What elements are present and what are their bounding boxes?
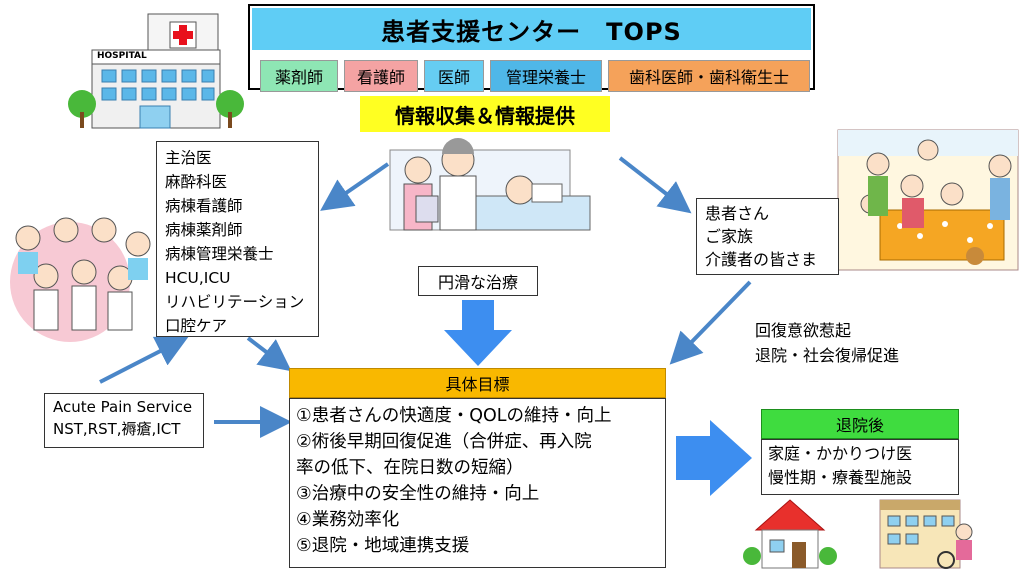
list-item: 麻酔科医 (165, 173, 228, 191)
arrow-goals-to-discharge (676, 420, 752, 496)
goal-item: 率の低下、在院日数の短縮） (296, 458, 524, 478)
list-item: 家庭・かかりつけ医 (768, 444, 913, 463)
list-item: 口腔ケア (165, 317, 228, 335)
note-item: 退院・社会復帰促進 (755, 346, 900, 365)
arrow-team-to-staff (99, 336, 189, 384)
list-item: HCU,ICU (165, 269, 231, 287)
role-pharmacist: 薬剤師 (260, 60, 338, 92)
role-dentist: 歯科医師・歯科衛生士 (608, 60, 810, 92)
family-list: 患者さん ご家族 介護者の皆さま (696, 198, 839, 275)
flow-arrows (99, 156, 752, 438)
goal-item: ①患者さんの快適度・QOLの維持・向上 (296, 406, 612, 426)
goals-list: ①患者さんの快適度・QOLの維持・向上 ②術後早期回復促進（合併症、再入院 率の… (289, 398, 666, 568)
after-discharge-heading: 退院後 (761, 409, 959, 439)
list-item: ご家族 (705, 227, 754, 246)
list-item: 患者さん (705, 204, 770, 223)
arrow-to-family (618, 156, 692, 214)
goals-heading: 具体目標 (289, 368, 666, 398)
arrow-care-to-goals (444, 300, 512, 366)
list-item: 主治医 (165, 149, 212, 167)
hospital-sign: HOSPITAL (97, 51, 147, 61)
medical-staff-icon (10, 217, 151, 342)
list-item: 介護者の皆さま (705, 250, 818, 269)
list-item: 慢性期・療養型施設 (768, 468, 913, 487)
info-banner: 情報収集＆情報提供 (360, 96, 610, 132)
smooth-care-label: 円滑な治療 (418, 266, 538, 296)
arrow-to-staff (320, 162, 390, 211)
after-discharge-list: 家庭・かかりつけ医 慢性期・療養型施設 (761, 439, 959, 495)
list-item: 病棟薬剤師 (165, 221, 243, 239)
goal-item: ④業務効率化 (296, 510, 400, 530)
team-list: Acute Pain Service NST,RST,褥瘡,ICT (44, 393, 204, 448)
role-dietitian: 管理栄養士 (490, 60, 602, 92)
arrow-family-to-goals (669, 280, 752, 365)
list-item: 病棟管理栄養士 (165, 245, 274, 263)
list-item: Acute Pain Service (53, 398, 193, 416)
list-item: NST,RST,褥瘡,ICT (53, 420, 181, 438)
doctor-patient-icon (389, 138, 591, 231)
family-visit-icon (837, 129, 1019, 271)
home-icon (743, 499, 837, 569)
staff-list: 主治医 麻酔科医 病棟看護師 病棟薬剤師 病棟管理栄養士 HCU,ICU リハビ… (156, 141, 319, 337)
hospital-icon (68, 13, 244, 129)
list-item: リハビリテーション (165, 293, 305, 311)
support-center-header: 患者支援センター TOPS 薬剤師 看護師 医師 管理栄養士 歯科医師・歯科衛生… (248, 4, 815, 92)
recovery-notes: 回復意欲惹起 退院・社会復帰促進 (755, 318, 935, 370)
note-item: 回復意欲惹起 (755, 321, 852, 340)
arrow-staff-to-goals (246, 336, 292, 372)
list-item: 病棟看護師 (165, 197, 243, 215)
center-title: 患者支援センター TOPS (252, 8, 811, 50)
goal-item: ②術後早期回復促進（合併症、再入院 (296, 432, 592, 452)
role-doctor: 医師 (424, 60, 484, 92)
goal-item: ③治療中の安全性の維持・向上 (296, 484, 540, 504)
care-facility-icon (879, 499, 973, 569)
role-nurse: 看護師 (344, 60, 418, 92)
goal-item: ⑤退院・地域連携支援 (296, 536, 470, 556)
